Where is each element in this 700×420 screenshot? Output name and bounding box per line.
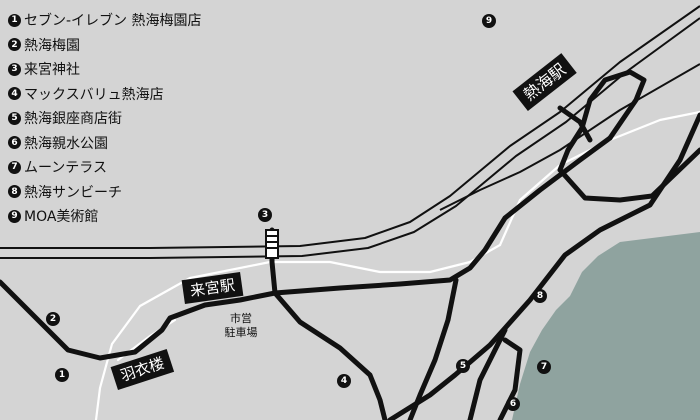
legend-label: 熱海梅園	[24, 37, 80, 54]
kinomiya-station-mark	[265, 229, 279, 259]
municipal-parking-label[interactable]: 市営 駐車場	[217, 312, 265, 340]
railway-track-south	[0, 17, 700, 259]
legend-number-badge: 7	[8, 160, 21, 174]
legend-label: 熱海サンビーチ	[24, 184, 122, 201]
legend-number-badge: 6	[8, 136, 21, 150]
legend-number-badge: 1	[8, 13, 21, 27]
legend-label: MOA美術館	[24, 209, 99, 226]
legend-number-badge: 9	[8, 209, 21, 223]
legend-label: 熱海親水公園	[24, 135, 108, 152]
map-marker-9[interactable]: 9	[482, 14, 496, 28]
map-marker-7[interactable]: 7	[537, 360, 551, 374]
main-road-east-up	[272, 135, 613, 296]
map-marker-5[interactable]: 5	[456, 359, 470, 373]
legend-number-badge: 2	[8, 38, 21, 52]
parking-line-2: 駐車場	[224, 325, 258, 339]
legend-label: ムーンテラス	[24, 160, 108, 177]
parking-line-1: 市営	[230, 312, 252, 325]
railway-track-north	[0, 5, 700, 249]
map-marker-8[interactable]: 8	[533, 289, 547, 303]
legend-label: 来宮神社	[24, 62, 80, 79]
road-south-3	[467, 327, 508, 420]
legend-label: セブン-イレブン 熱海梅園店	[24, 13, 202, 30]
coastal-road	[387, 112, 700, 420]
map-marker-4[interactable]: 4	[337, 374, 351, 388]
road-north-spur	[557, 105, 593, 143]
legend-label: マックスバリュ熱海店	[24, 86, 164, 103]
road-south-1	[272, 290, 388, 420]
road-south-2	[407, 277, 459, 420]
legend-label: 熱海銀座商店街	[24, 111, 122, 128]
sea-area	[512, 232, 700, 420]
map-marker-1[interactable]: 1	[55, 368, 69, 382]
main-road-west	[0, 279, 278, 361]
legend-number-badge: 8	[8, 185, 21, 199]
legend-number-badge: 4	[8, 87, 21, 101]
map-marker-6[interactable]: 6	[506, 397, 520, 411]
legend-number-badge: 5	[8, 111, 21, 125]
map-marker-3[interactable]: 3	[258, 208, 272, 222]
map-marker-2[interactable]: 2	[46, 312, 60, 326]
legend-number-badge: 3	[8, 62, 21, 76]
